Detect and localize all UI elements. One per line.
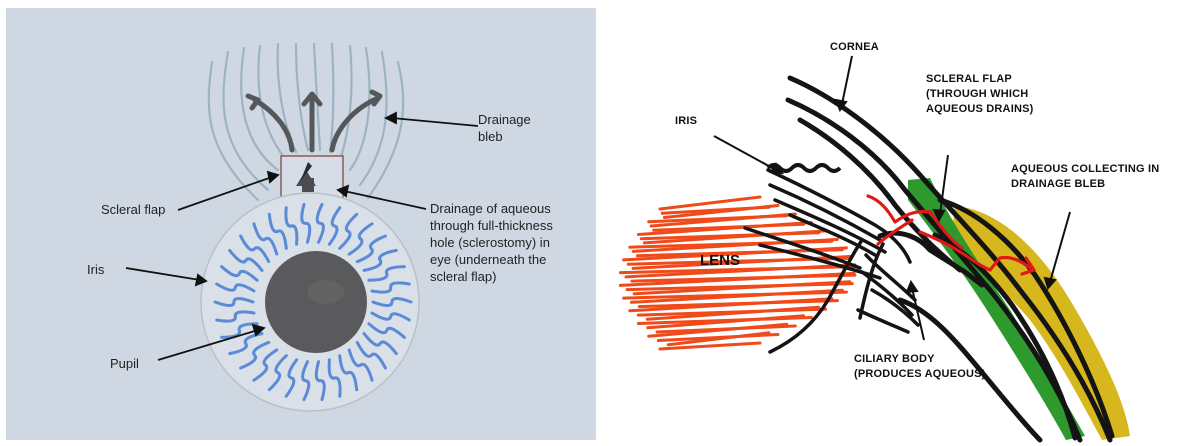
scleral-flap-label: Scleral flap <box>101 201 165 218</box>
aqueous-bleb-label: AQUEOUS COLLECTING IN DRAINAGE BLEB <box>1011 162 1159 192</box>
pupil-label: Pupil <box>110 355 139 372</box>
lens-label: LENS <box>700 252 740 269</box>
ciliary-body-label: CILIARY BODY (PRODUCES AQUEOUS) <box>854 352 986 382</box>
iris-label: Iris <box>87 261 104 278</box>
scleral-flap-label-right: SCLERAL FLAP (THROUGH WHICH AQUEOUS DRAI… <box>926 72 1034 117</box>
pupil-shape <box>265 251 367 353</box>
drainage-bleb-label: Drainage bleb <box>478 111 531 145</box>
cornea-label: CORNEA <box>830 40 879 55</box>
iris-label-right: IRIS <box>675 114 697 129</box>
left-diagram-panel: Drainage bleb Scleral flap Drainage of a… <box>0 0 600 446</box>
drainage-aqueous-label: Drainage of aqueous through full-thickne… <box>430 200 553 285</box>
right-diagram-panel: CORNEA SCLERAL FLAP (THROUGH WHICH AQUEO… <box>606 0 1188 446</box>
